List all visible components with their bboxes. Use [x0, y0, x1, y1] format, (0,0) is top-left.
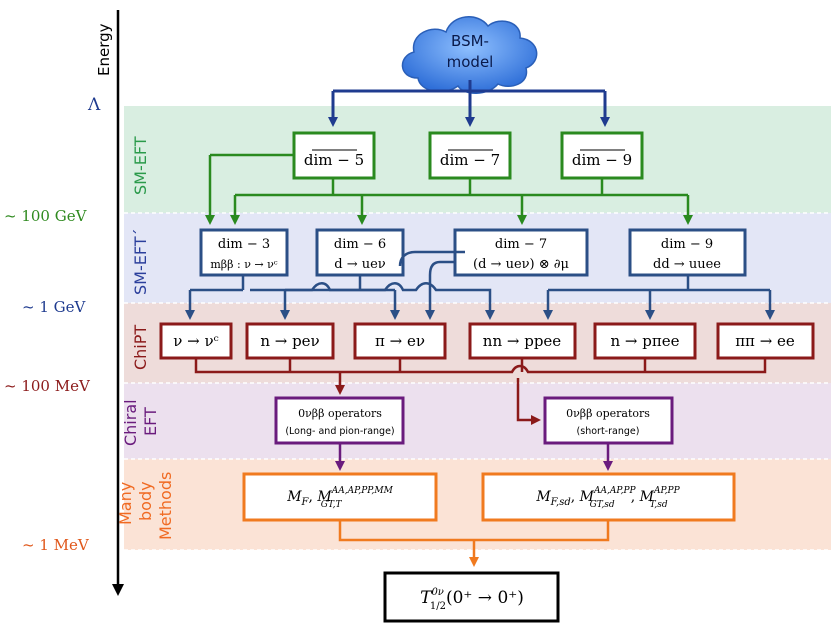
smeftp-box-dim7: dim − 7 (d → ueν) ⊗ ∂μ [453, 228, 589, 277]
bsm-model-cloud: BSM- model [401, 16, 538, 94]
chiral-long-title: 0νββ operators [298, 407, 382, 420]
smeft-box-dim7: dim − 7 [428, 131, 512, 180]
smeft-box-dim5: dim − 5 [292, 131, 376, 180]
green-arrows [205, 153, 693, 225]
scale-1-mev: ~ 1 MeV [22, 536, 90, 554]
smeftp-dim3-bottom: mββ : ν → νᶜ [210, 258, 277, 271]
chipt-n-ppiee-label: n → pπee [611, 332, 680, 350]
chipt-nn-ppee-label: nn → ppee [483, 332, 562, 350]
smeftp-box-dim3: dim − 3 mββ : ν → νᶜ [199, 228, 289, 277]
chiral-short-subtitle: (short-range) [577, 426, 640, 437]
cloud-line-1: BSM- [451, 32, 489, 50]
smeft-dim9-label: dim − 9 [572, 151, 632, 169]
energy-axis-label: Energy [95, 23, 113, 76]
band-label-eft: EFT [141, 407, 160, 436]
band-label-many: Many [116, 482, 135, 525]
smeftp-dim9-bottom: dd → uuee [653, 257, 721, 272]
scale-100-mev: ~ 100 MeV [4, 377, 91, 395]
band-label-body: body [136, 481, 155, 521]
scale-1-gev: ~ 1 GeV [22, 298, 87, 316]
chipt-box-nn-ppee: nn → ppee [468, 322, 577, 360]
band-label-smeft-prime: SM-EFT´ [131, 228, 150, 295]
chipt-pi-e-nu-label: π → eν [375, 332, 425, 350]
chipt-box-n-pe-nu: n → peν [245, 322, 335, 360]
band-separators [124, 212, 831, 551]
smeftp-dim6-top: dim − 6 [334, 237, 386, 252]
smeftp-box-dim9: dim − 9 dd → uuee [628, 228, 747, 277]
scale-100-gev: ~ 100 GeV [4, 207, 88, 225]
smeft-dim7-label: dim − 7 [440, 151, 500, 169]
chipt-n-pe-nu-label: n → peν [260, 332, 319, 350]
band-label-chipt: ChiPT [131, 325, 150, 370]
chipt-box-nu: ν → νᶜ [159, 322, 233, 360]
chipt-pipi-ee-label: ππ → ee [735, 332, 795, 350]
band-chiral-eft [124, 383, 831, 459]
smeft-dim5-label: dim − 5 [304, 151, 364, 169]
manybody-arrows [338, 520, 610, 567]
smeftp-dim3-top: dim − 3 [218, 237, 270, 252]
chiral-box-short: 0νββ operators (short-range) [543, 396, 674, 445]
band-label-smeft: SM-EFT [131, 136, 150, 195]
scale-lambda: Λ [87, 95, 101, 115]
chipt-nu-label: ν → νᶜ [173, 332, 219, 350]
chiral-box-long: 0νββ operators (Long- and pion-range) [274, 396, 405, 445]
band-label-chiral: Chiral [121, 399, 140, 446]
chiral-short-title: 0νββ operators [566, 407, 650, 420]
smeftp-dim9-top: dim − 9 [661, 237, 713, 252]
chiral-long-subtitle: (Long- and pion-range) [285, 426, 394, 437]
smeft-box-dim9: dim − 9 [560, 131, 644, 180]
cloud-line-2: model [447, 53, 494, 71]
smeftp-dim7-top: dim − 7 [495, 237, 547, 252]
chiral-arrows [335, 443, 613, 471]
chipt-box-pipi-ee: ππ → ee [716, 322, 815, 360]
band-label-methods: Methods [156, 472, 175, 540]
cloud-arrows [328, 80, 610, 127]
chipt-box-pi-e-nu: π → eν [353, 322, 447, 360]
chipt-arrows [194, 358, 767, 425]
smeftp-box-dim6: dim − 6 d → ueν [315, 228, 405, 277]
chipt-box-n-ppiee: n → pπee [593, 322, 697, 360]
smeftp-dim6-bottom: d → ueν [334, 257, 386, 272]
smeftp-arrows [185, 250, 775, 320]
smeftp-dim7-bottom: (d → ueν) ⊗ ∂μ [473, 257, 569, 272]
